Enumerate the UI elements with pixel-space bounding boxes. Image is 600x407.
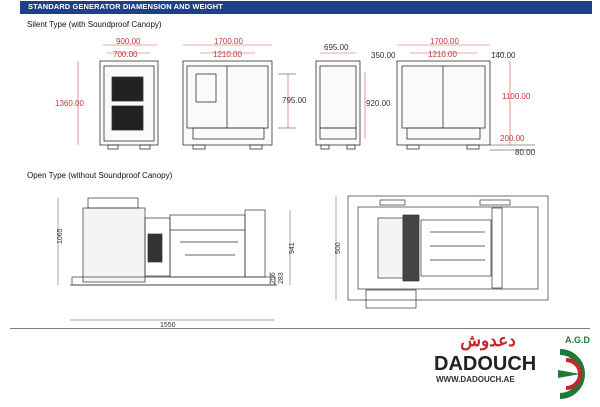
silent-type-drawings: 900.00 700.00 1360.00 1700.00 1210.00 79… — [55, 37, 536, 157]
open-dim-small-a: 256 — [270, 272, 277, 284]
dadouch-logo: دعدوش A.G.D DADOUCH WWW.DADOUCH.AE — [420, 330, 600, 402]
silent-front-view — [99, 60, 159, 150]
open-dim-height-right: 941 — [289, 242, 296, 254]
logo-url: WWW.DADOUCH.AE — [436, 375, 515, 384]
open-type-label: Open Type (without Soundproof Canopy) — [27, 171, 173, 180]
logo-agd: A.G.D — [565, 335, 591, 345]
open-dim-small-b: 283 — [278, 272, 285, 284]
dim-rear-right: 140.00 — [491, 51, 516, 60]
open-side-view — [70, 197, 277, 286]
dim-front-height: 1360.00 — [55, 99, 84, 108]
logo-emblem-icon — [558, 349, 585, 399]
dim-side-outer: 1700.00 — [214, 37, 243, 46]
silent-side-view — [182, 60, 273, 150]
dim-base-offset: 80.00 — [515, 148, 536, 157]
logo-brand: DADOUCH — [434, 353, 536, 375]
dim-end-gap: 350.00 — [371, 51, 396, 60]
open-top-view — [347, 195, 549, 309]
dim-front-inner: 700.00 — [113, 50, 138, 59]
logo-arabic: دعدوش — [460, 331, 516, 351]
silent-type-label: Silent Type (with Soundproof Canopy) — [27, 20, 162, 29]
open-type-drawings: 1550 1065 941 256 283 500 — [57, 195, 549, 329]
dim-rear-height: 1100.00 — [502, 92, 531, 101]
dim-side-inner: 1210.00 — [213, 50, 242, 59]
dim-rear-inner: 1210.00 — [428, 50, 457, 59]
silent-rear-view — [396, 60, 491, 150]
dim-end-outer: 695.00 — [324, 43, 349, 52]
open-dim-height-left: 1065 — [57, 228, 64, 244]
header-bar: STANDARD GENERATOR DIAMENSION AND WEIGHT — [20, 1, 592, 14]
open-dim-length: 1550 — [160, 322, 176, 329]
dim-side-height: 795.00 — [282, 96, 307, 105]
dim-rear-outer: 1700.00 — [430, 37, 459, 46]
header-title: STANDARD GENERATOR DIAMENSION AND WEIGHT — [28, 2, 223, 11]
section-divider — [10, 328, 590, 329]
silent-end-view — [315, 60, 361, 150]
dim-base-height: 200.00 — [500, 134, 525, 143]
dim-front-outer: 900.00 — [116, 37, 141, 46]
open-dim-top-width: 500 — [335, 242, 342, 254]
dim-end-height: 920.00 — [366, 99, 391, 108]
